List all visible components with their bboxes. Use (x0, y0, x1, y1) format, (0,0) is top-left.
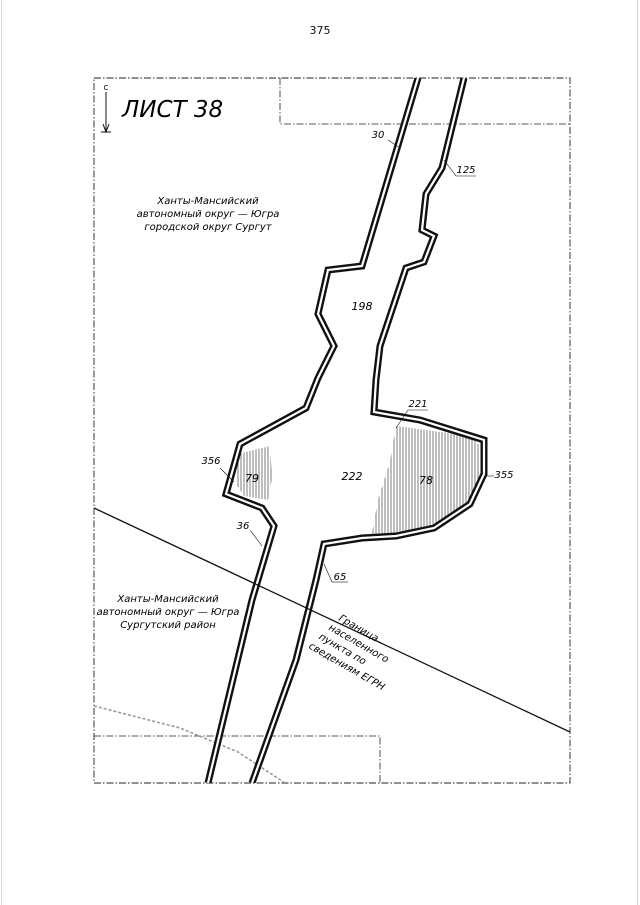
region-upper-line-2: автономный округ — Югра (137, 209, 280, 220)
corridor-right-boundary (248, 78, 488, 783)
page-number: 375 (309, 24, 331, 37)
callout-355: 355 (486, 470, 514, 481)
north-arrow-icon (101, 92, 111, 134)
callout-36: 36 (237, 521, 263, 547)
svg-text:356: 356 (201, 456, 220, 467)
north-label: С (104, 84, 109, 92)
svg-text:30: 30 (372, 130, 385, 141)
region-lower-line-3: Сургутский район (120, 620, 216, 631)
scan-edge-right (637, 0, 638, 905)
callout-221: 221 (395, 399, 428, 429)
parcel-79-label: 79 (245, 472, 259, 485)
corridor-left-boundary (204, 78, 422, 783)
settlement-boundary-line (94, 507, 570, 733)
svg-text:36: 36 (237, 521, 250, 532)
callout-356: 356 (201, 456, 235, 483)
svg-text:221: 221 (408, 399, 427, 410)
region-lower-line-2: автономный округ — Югра (97, 607, 240, 618)
region-lower-line-1: Ханты-Мансийский (116, 594, 219, 605)
inset-frame-bottom (94, 735, 381, 783)
parcel-79-hatch (236, 446, 272, 500)
region-upper-line-3: городской округ Сургут (144, 222, 272, 233)
settlement-boundary-note: Граница населенного пункта по сведениям … (307, 613, 391, 693)
faint-line (94, 705, 286, 783)
region-upper-line-1: Ханты-Мансийский (156, 196, 259, 207)
callout-65: 65 (323, 563, 348, 583)
svg-text:355: 355 (494, 470, 513, 481)
svg-text:65: 65 (334, 572, 347, 583)
callout-125: 125 (443, 159, 476, 177)
parcel-222-label: 222 (342, 470, 363, 483)
inset-frame-top (279, 78, 570, 125)
parcel-198-label: 198 (352, 300, 373, 313)
sheet-frame (93, 77, 571, 784)
scan-edge-left (1, 0, 2, 905)
svg-text:125: 125 (456, 165, 475, 176)
sheet-title: ЛИСТ 38 (121, 97, 223, 123)
parcel-78-label: 78 (419, 474, 433, 487)
parcel-78-hatch (372, 426, 482, 534)
callout-30: 30 (372, 130, 401, 149)
